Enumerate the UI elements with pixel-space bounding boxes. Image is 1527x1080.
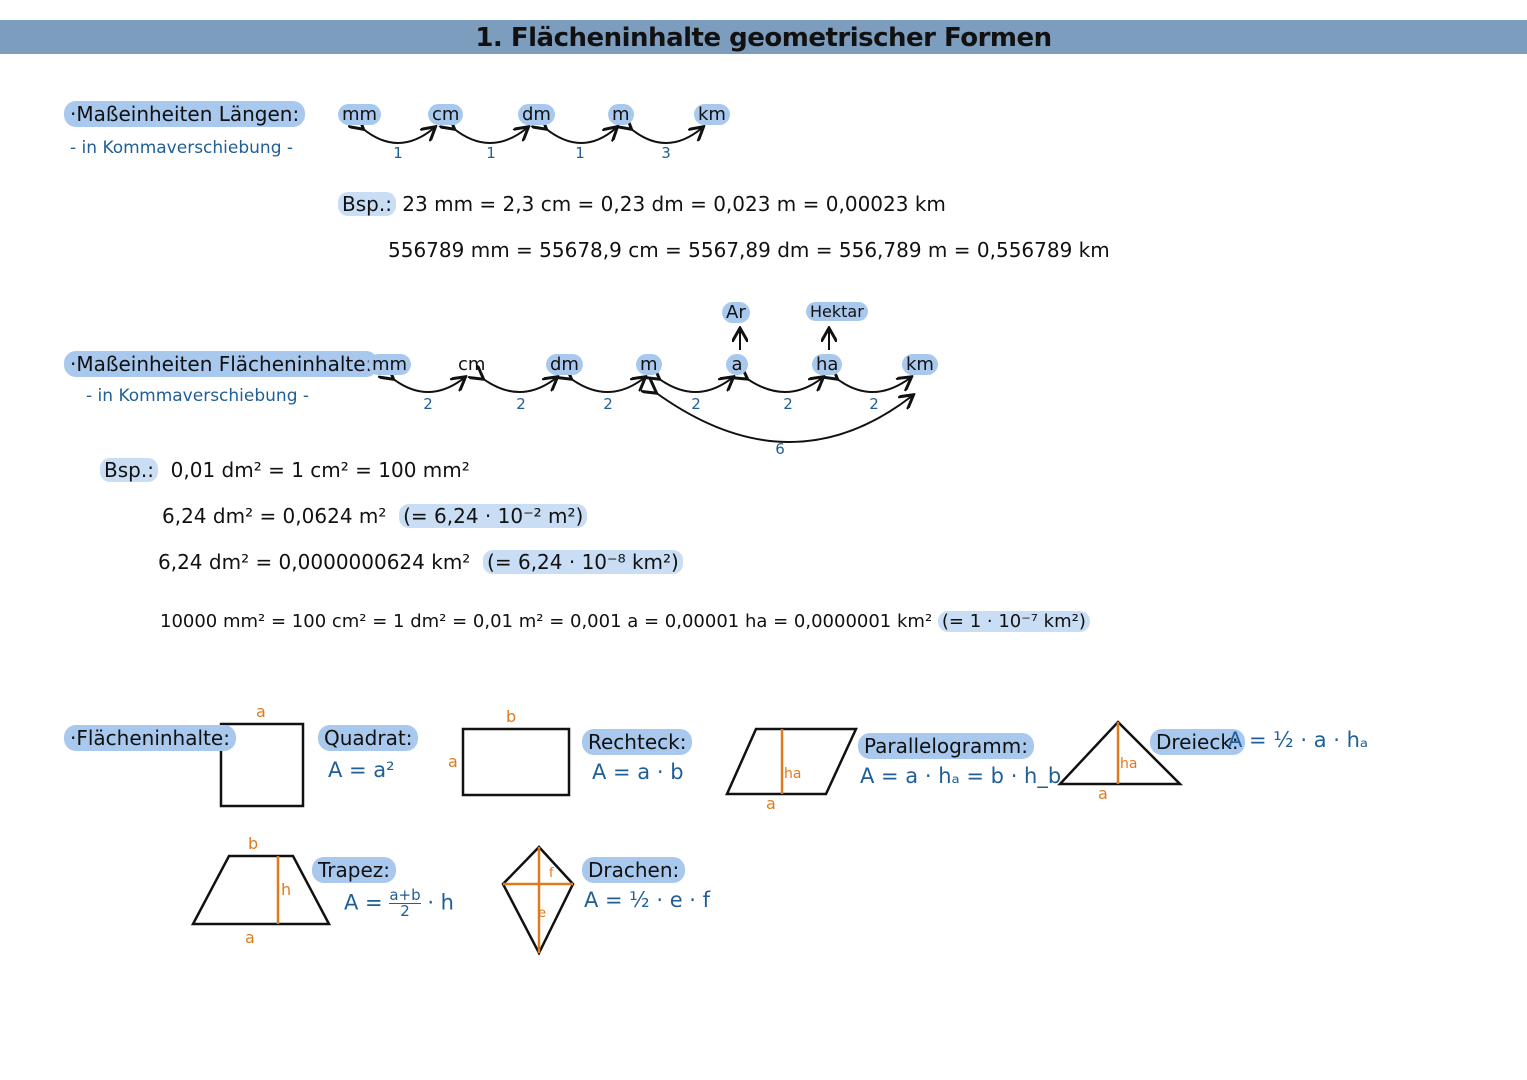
length-arcs <box>362 128 702 144</box>
length-step-label: 1 <box>486 144 496 162</box>
shapes-heading: ·Flächeninhalte: <box>64 725 236 751</box>
length-unit-cm: cm <box>428 104 464 125</box>
length-units-heading: ·Maßeinheiten Längen: <box>64 101 306 127</box>
area-unit-mm: mm <box>368 354 412 375</box>
area-unit-m: m <box>636 354 662 375</box>
area-example-1: Bsp.: 0,01 dm² = 1 cm² = 100 mm² <box>100 458 470 482</box>
triangle-shape <box>1057 720 1184 786</box>
area-unit-km: km <box>902 354 938 375</box>
square-formula: A = a² <box>328 758 395 782</box>
ar-label: Ar <box>722 302 750 323</box>
hektar-label: Hektar <box>806 302 868 321</box>
square-shape <box>219 722 305 808</box>
length-unit-km: km <box>694 104 730 125</box>
area-unit-ha: ha <box>812 354 843 375</box>
area-units-subheading: - in Kommaverschiebung - <box>86 386 310 406</box>
trapezoid-height-label: h <box>281 880 292 899</box>
area-arcs <box>392 378 912 443</box>
rectangle-side-b-label: b <box>506 707 517 726</box>
length-unit-mm: mm <box>338 104 382 125</box>
area-step-label: 2 <box>603 395 613 413</box>
kite-name: Drachen: <box>582 857 686 883</box>
trapezoid-side-b-label: b <box>248 834 259 853</box>
length-unit-m: m <box>608 104 634 125</box>
kite-diag-f-label: f <box>549 866 554 881</box>
triangle-height-label: ha <box>1120 756 1138 772</box>
area-example-2: 6,24 dm² = 0,0624 m² (= 6,24 · 10⁻² m²) <box>162 504 588 528</box>
page-title: 1. Flächeninhalte geometrischer Formen <box>475 23 1052 53</box>
triangle-name: Dreieck: <box>1150 729 1245 755</box>
area-step-label: 2 <box>423 395 433 413</box>
length-example-2: 556789 mm = 55678,9 cm = 5567,89 dm = 55… <box>388 238 1110 262</box>
parallelogram-shape <box>725 727 858 796</box>
square-side-label: a <box>256 702 266 721</box>
area-big-step-label: 6 <box>775 440 785 458</box>
area-step-label: 2 <box>516 395 526 413</box>
rectangle-formula: A = a · b <box>592 760 684 784</box>
trapezoid-name: Trapez: <box>312 857 396 883</box>
kite-diag-e-label: e <box>538 906 546 921</box>
square-name: Quadrat: <box>318 725 419 751</box>
triangle-side-label: a <box>1098 784 1108 803</box>
length-step-label: 3 <box>661 144 671 162</box>
area-unit-a: a <box>726 354 748 375</box>
length-example-1: Bsp.: 23 mm = 2,3 cm = 0,23 dm = 0,023 m… <box>338 192 946 216</box>
triangle-formula: A = ½ · a · hₐ <box>1228 728 1369 752</box>
area-unit-cm: cm <box>458 354 486 375</box>
parallelogram-height-label: ha <box>784 766 802 782</box>
title-banner <box>0 20 1527 54</box>
area-step-label: 2 <box>869 395 879 413</box>
trapezoid-side-a-label: a <box>245 928 255 947</box>
length-step-label: 1 <box>393 144 403 162</box>
area-step-label: 2 <box>691 395 701 413</box>
length-step-label: 1 <box>575 144 585 162</box>
rectangle-shape <box>461 727 571 797</box>
rectangle-side-a-label: a <box>448 752 458 771</box>
area-example-4: 10000 mm² = 100 cm² = 1 dm² = 0,01 m² = … <box>160 611 1090 632</box>
area-step-label: 2 <box>783 395 793 413</box>
length-units-subheading: - in Kommaverschiebung - <box>70 138 294 158</box>
area-example-3: 6,24 dm² = 0,0000000624 km² (= 6,24 · 10… <box>158 550 683 574</box>
trapezoid-shape <box>190 854 332 926</box>
area-units-heading: ·Maßeinheiten Flächeninhalte: <box>64 351 379 377</box>
parallelogram-formula: A = a · hₐ = b · h_b <box>860 764 1062 788</box>
area-unit-dm: dm <box>546 354 583 375</box>
length-unit-dm: dm <box>518 104 555 125</box>
rectangle-name: Rechteck: <box>582 729 693 755</box>
trapezoid-formula: A = a+b 2 · h <box>344 886 454 920</box>
parallelogram-name: Parallelogramm: <box>858 733 1034 759</box>
parallelogram-side-label: a <box>766 794 776 813</box>
kite-formula: A = ½ · e · f <box>584 888 711 912</box>
